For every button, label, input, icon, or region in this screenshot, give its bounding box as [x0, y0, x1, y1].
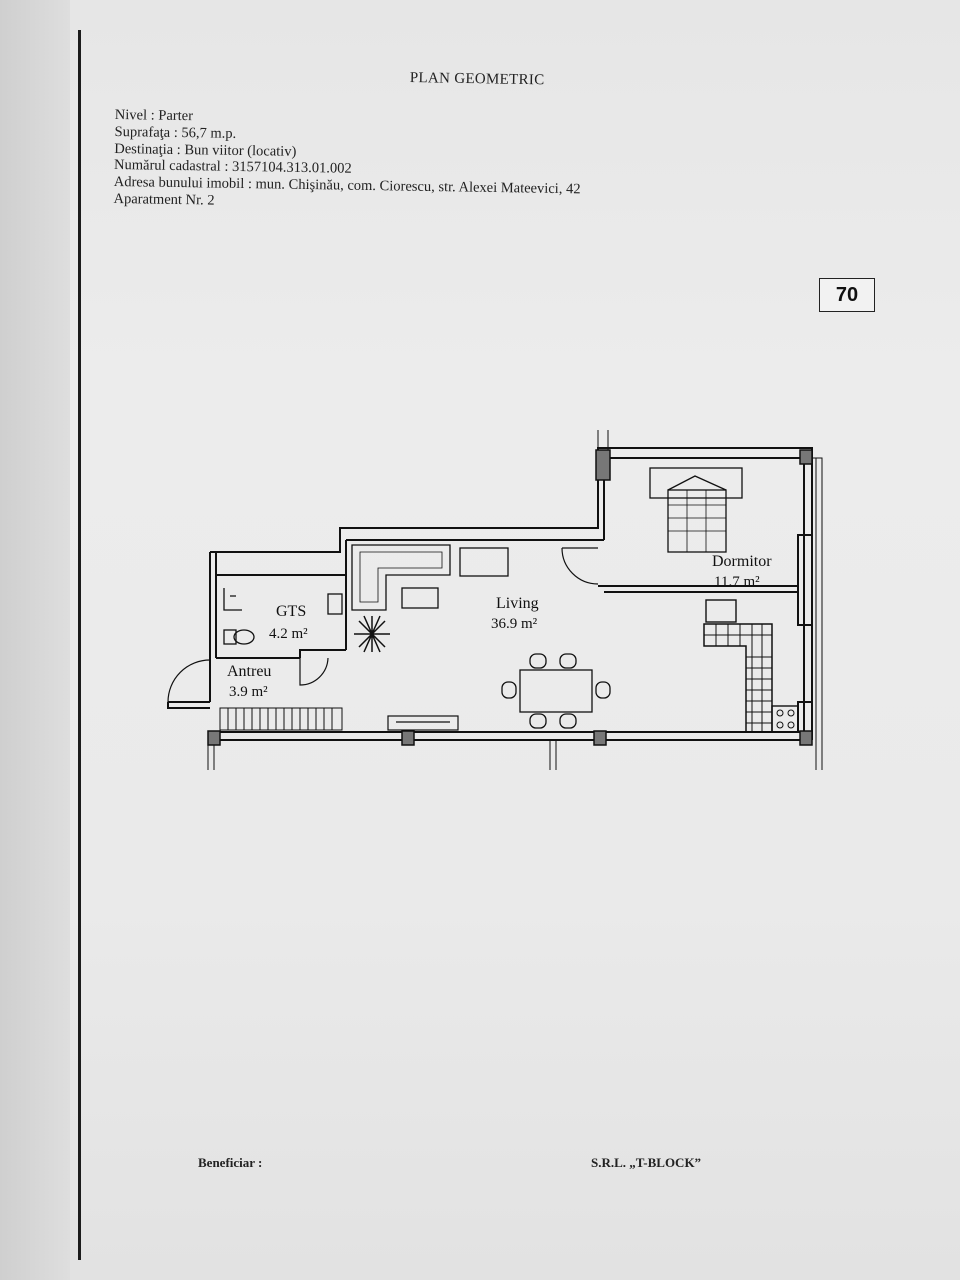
room-area-gts: 4.2 m²: [269, 626, 308, 642]
underlying-page: [0, 0, 70, 1280]
room-name-living: Living: [496, 595, 539, 612]
kitchen-counter-icon: [703, 599, 799, 733]
wall-bedroom-divider: [598, 585, 798, 593]
column-bottom-4: [799, 730, 813, 746]
room-name-dormitor: Dormitor: [712, 553, 772, 570]
sofa-icon: [351, 544, 509, 611]
room-area-antreu: 3.9 m²: [229, 684, 268, 700]
column-bottom-2: [401, 730, 415, 746]
wall-outline-inner: [215, 457, 805, 735]
toilet-icon: [223, 629, 237, 645]
radiator-icon: [219, 707, 343, 731]
washbasin-icon: [327, 593, 343, 615]
room-name-gts: GTS: [276, 603, 306, 620]
room-area-living: 36.9 m²: [491, 616, 538, 632]
floor-plan: Dormitor 11.7 m² Living 36.9 m² GTS 4.2 …: [150, 410, 850, 795]
tv-cabinet-icon: [387, 715, 459, 731]
column-bottom-3: [593, 730, 607, 746]
bed-icon: [649, 467, 743, 553]
document-title: PLAN GEOMETRIC: [409, 70, 545, 89]
page-number-box: 70: [819, 278, 875, 312]
wall-antreu-left: [167, 701, 210, 709]
window-right: [797, 534, 813, 626]
column-bottom-1: [207, 730, 221, 746]
column-top-left: [595, 449, 611, 481]
room-area-dormitor: 11.7 m²: [714, 574, 760, 590]
property-details: Nivel : Parter Suprafaţa : 56,7 m.p. Des…: [113, 107, 581, 215]
company-name: S.R.L. „T-BLOCK”: [591, 1155, 702, 1170]
plant-icon: [354, 615, 390, 653]
door-bedroom: [561, 547, 599, 585]
stove-icon: [771, 705, 799, 733]
wall-gts: [216, 574, 346, 659]
room-name-antreu: Antreu: [227, 663, 271, 680]
beneficiary-label: Beneficiar :: [198, 1155, 263, 1170]
sink-icon: [705, 599, 737, 623]
door-entrance: [167, 659, 211, 703]
margin-rule: [78, 30, 81, 1260]
door-gts: [299, 657, 329, 686]
floor-plan-drawing: Dormitor 11.7 m² Living 36.9 m² GTS 4.2 …: [167, 430, 823, 770]
shower-icon: [223, 588, 242, 611]
dining-table-icon: [501, 653, 611, 729]
wall-bottom: [208, 731, 812, 741]
column-top-right: [799, 449, 813, 465]
wall-outline-outer: [209, 447, 813, 740]
